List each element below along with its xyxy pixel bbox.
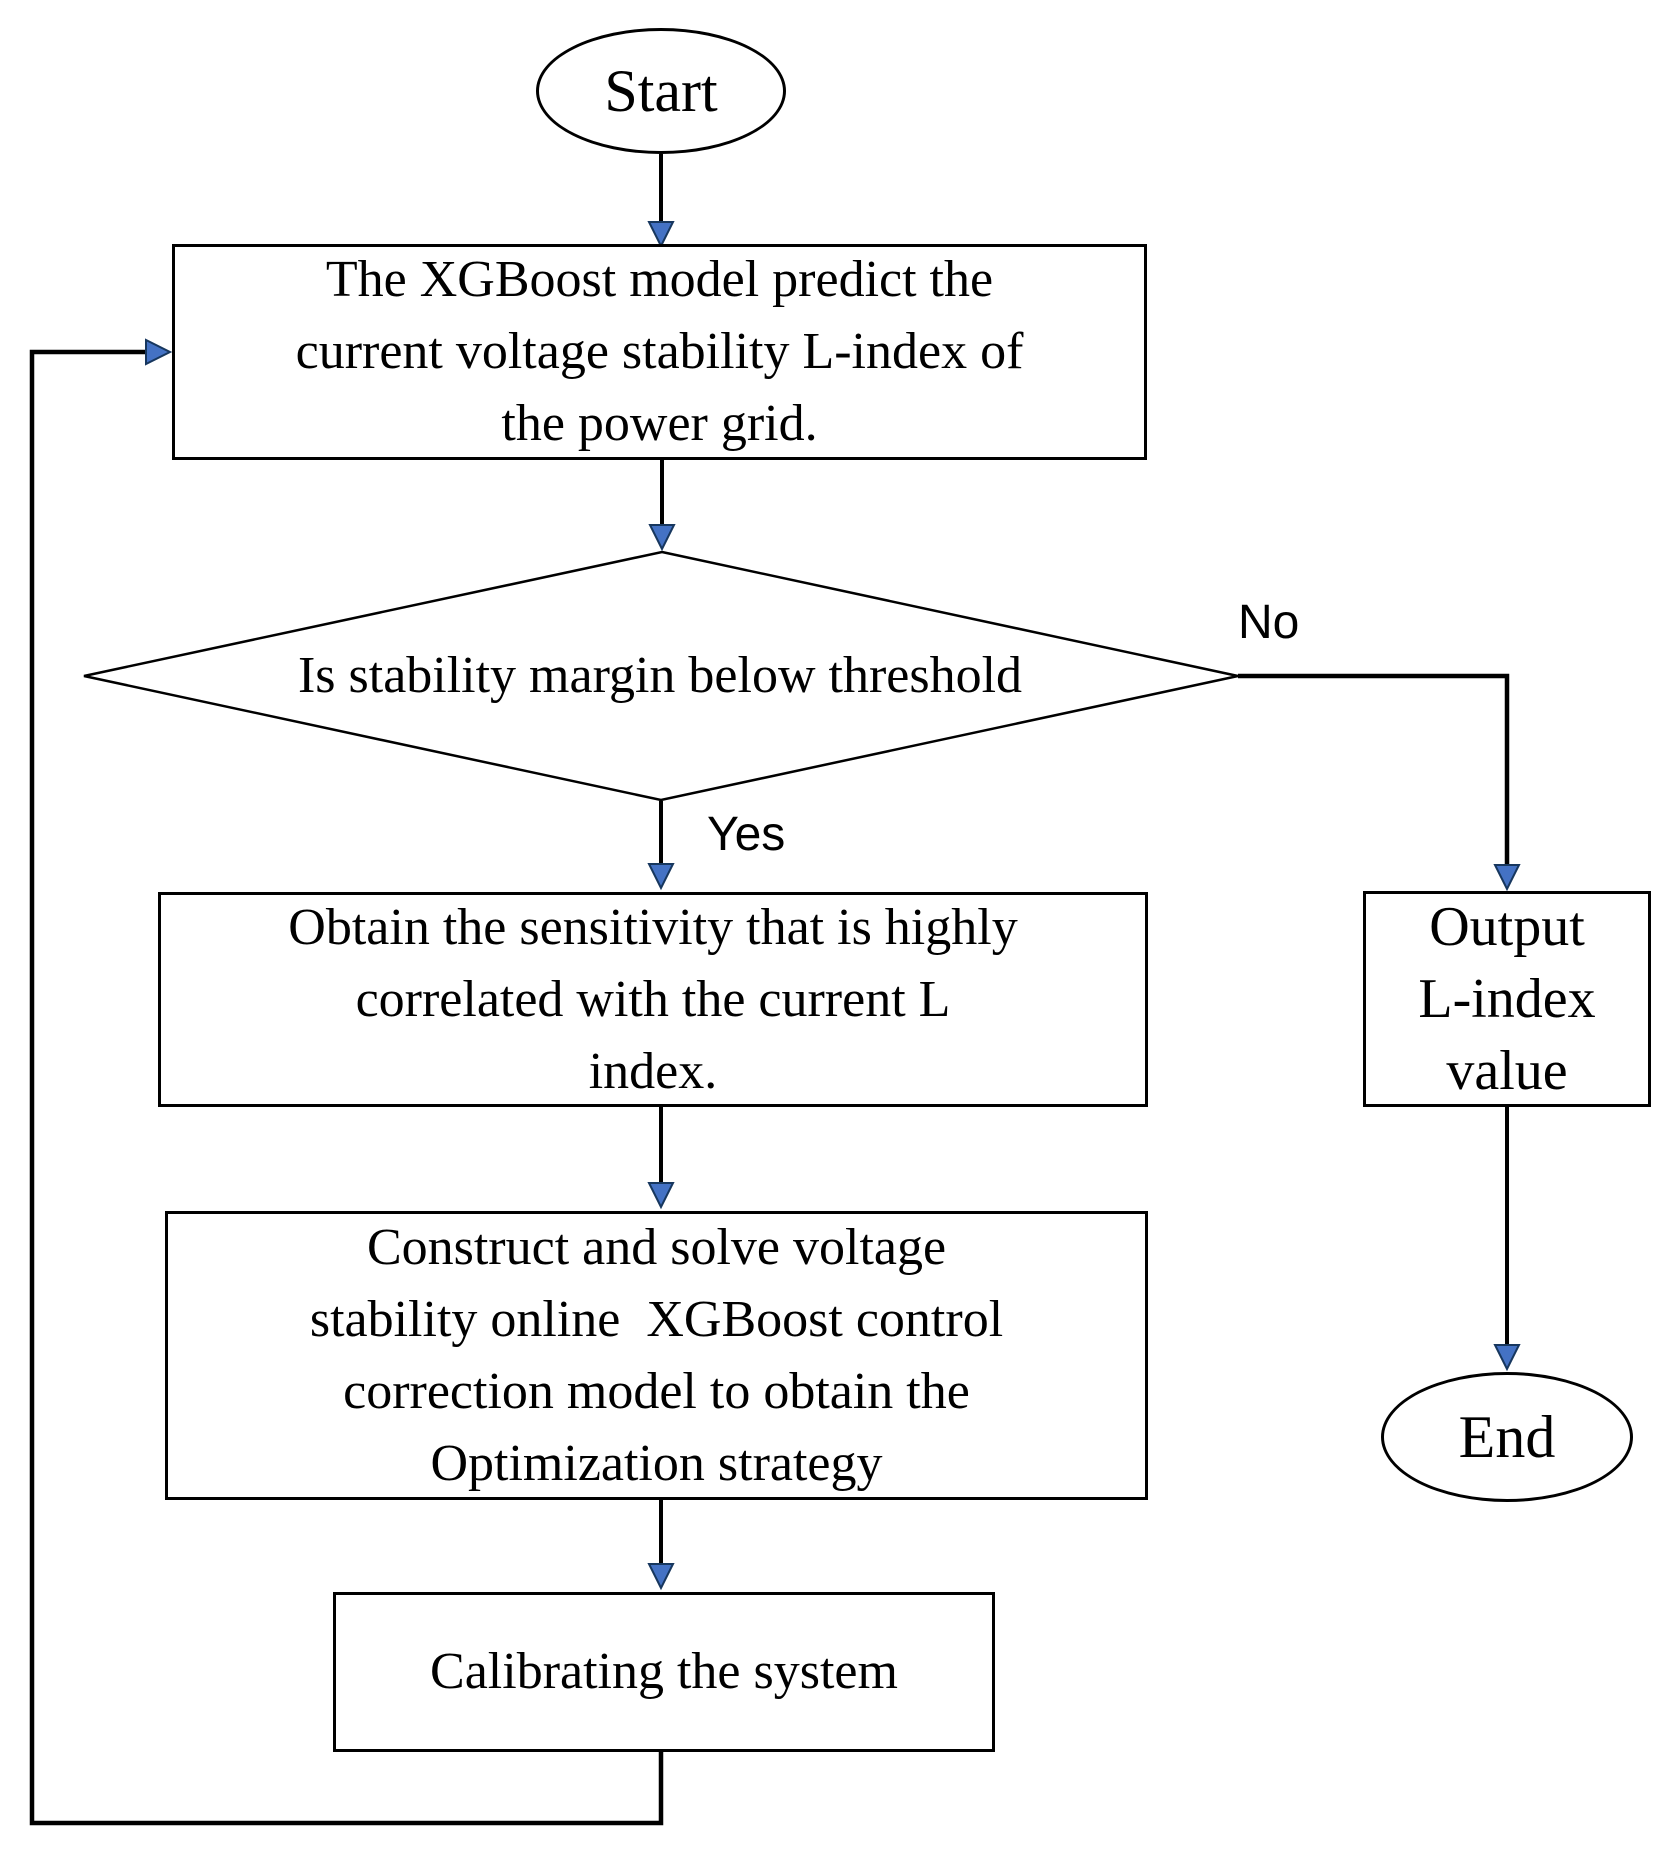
arrowhead-construct-calibrate [647,1563,675,1591]
arrowhead-calibrate-predict [145,338,173,366]
start-node: Start [536,28,786,154]
edge-decision-output [1238,673,1510,867]
arrowhead-decision-output [1493,864,1521,892]
no-branch-label: No [1238,596,1300,649]
output-line-1: Output [1429,896,1585,958]
arrowhead-sensitivity-construct [647,1182,675,1210]
construct-line-3: correction model to obtain the [343,1362,970,1420]
predict-line-2: current voltage stability L-index of [295,323,1024,380]
arrowhead-output-end [1493,1344,1521,1372]
end-node: End [1381,1372,1633,1502]
predict-line-3: the power grid. [501,395,818,452]
sensitivity-line-1: Obtain the sensitivity that is highly [288,898,1018,956]
start-label: Start [604,57,718,124]
construct-line-4: Optimization strategy [430,1434,883,1492]
construct-line-1: Construct and solve voltage [366,1218,947,1276]
end-label: End [1458,1403,1556,1470]
output-line-2: L-index [1418,968,1596,1030]
predict-line-1: The XGBoost model predict the [325,251,994,308]
predict-process-node: The XGBoost model predict the current vo… [172,244,1147,460]
output-process-node: Output L-index value [1363,891,1651,1107]
edge-calibrate-predict-feedback [29,349,664,1826]
sensitivity-process-node: Obtain the sensitivity that is highly co… [158,892,1148,1107]
output-line-3: value [1446,1040,1568,1102]
yes-branch-label: Yes [707,808,786,861]
sensitivity-line-3: index. [588,1042,718,1100]
construct-line-2: stability online XGBoost control [309,1290,1004,1348]
arrowhead-predict-decision [648,524,676,552]
construct-process-node: Construct and solve voltage stability on… [165,1211,1148,1500]
arrowhead-start-predict [647,221,675,249]
decision-diamond-shape [83,550,1239,802]
calibrate-label: Calibrating the system [430,1643,898,1700]
decision-node-label: Is stability margin below threshold [297,647,1023,704]
calibrate-process-node: Calibrating the system [333,1592,995,1752]
sensitivity-line-2: correlated with the current L [355,970,951,1028]
arrowhead-decision-sensitivity [647,863,675,891]
